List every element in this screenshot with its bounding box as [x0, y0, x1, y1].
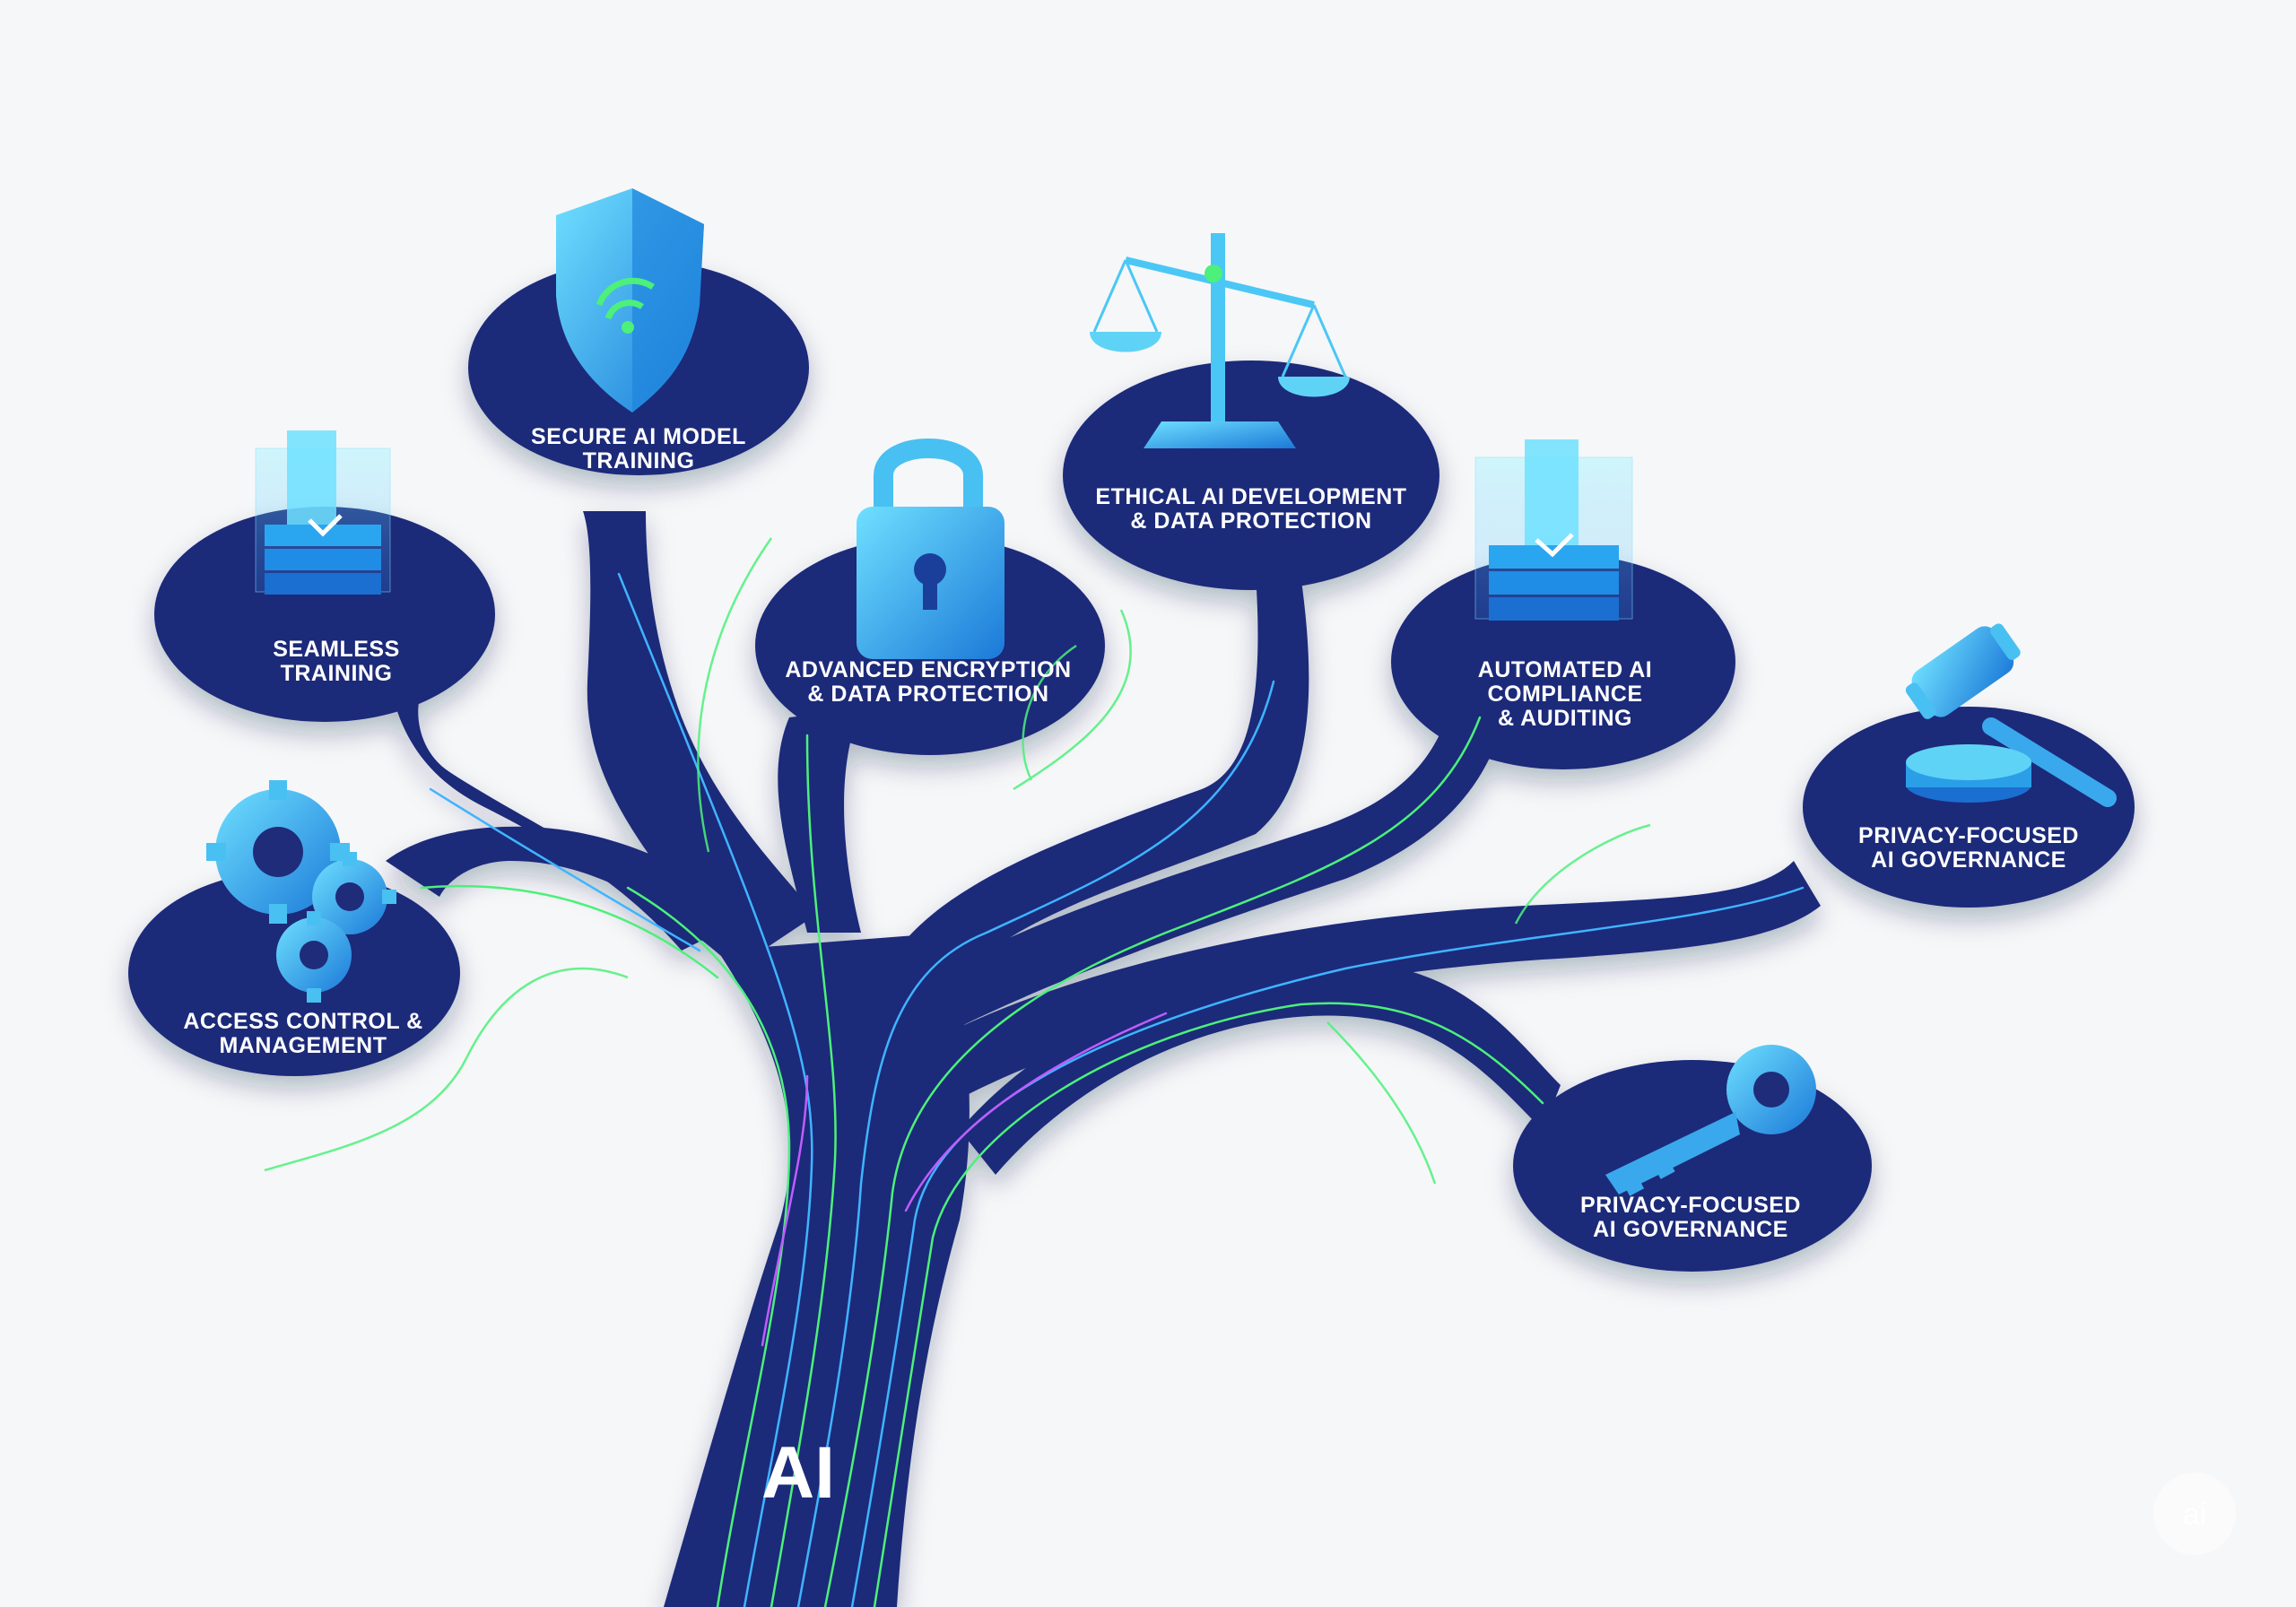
node-label-line: AUTOMATED AI	[1478, 657, 1652, 682]
node-label-line: MANAGEMENT	[220, 1033, 387, 1058]
pod-ethical	[1063, 360, 1439, 590]
trunk-label: AI	[761, 1432, 835, 1514]
gavel-icon	[1905, 623, 2117, 807]
branch-encryption	[778, 708, 861, 933]
node-label-ethical: ETHICAL AI DEVELOPMENT & DATA PROTECTION	[1095, 484, 1406, 534]
branch-compliance	[915, 699, 1507, 1031]
node-label-compliance: AUTOMATED AI COMPLIANCE & AUDITING	[1478, 657, 1652, 731]
shield-icon	[556, 188, 704, 413]
branch-ethical	[897, 574, 1309, 995]
node-label-line: PRIVACY-FOCUSED	[1580, 1193, 1801, 1218]
gears-icon	[206, 780, 396, 1003]
node-label-line: ETHICAL AI DEVELOPMENT	[1095, 484, 1406, 509]
circuit-lines	[420, 572, 1805, 1607]
node-label-governance-key: PRIVACY-FOCUSED AI GOVERNANCE	[1580, 1193, 1801, 1242]
padlock-icon	[857, 439, 1004, 659]
pod-governance-gavel	[1803, 707, 2135, 908]
node-label-governance-gavel: PRIVACY-FOCUSED AI GOVERNANCE	[1858, 823, 2079, 873]
pod-seamless	[154, 507, 495, 722]
scales-icon	[1090, 233, 1350, 448]
node-label-line: AI GOVERNANCE	[1593, 1217, 1788, 1242]
node-label-line: TRAINING	[583, 448, 695, 473]
key-icon	[1605, 1045, 1816, 1196]
node-label-line: ACCESS CONTROL &	[183, 1009, 422, 1034]
node-label-secure-training: SECURE AI MODEL TRAINING	[531, 424, 746, 473]
node-label-line: & DATA PROTECTION	[807, 682, 1048, 707]
node-label-line: SEAMLESS	[273, 637, 400, 662]
tree-trunk	[664, 933, 970, 1607]
node-label-line: PRIVACY-FOCUSED	[1858, 823, 2079, 848]
node-label-line: TRAINING	[281, 661, 393, 686]
watermark-text: ai	[2183, 1498, 2206, 1532]
tree-body	[128, 260, 2135, 1607]
node-label-access-control: ACCESS CONTROL & MANAGEMENT	[183, 1009, 422, 1058]
node-label-line: ADVANCED ENCRYPTION	[785, 657, 1071, 682]
layered-cube-icon	[255, 430, 391, 595]
node-label-seamless: SEAMLESS TRAINING	[273, 637, 400, 686]
node-label-line: AI GOVERNANCE	[1871, 847, 2066, 873]
branch-access-control	[386, 826, 780, 969]
ai-badge-icon: ai	[2153, 1472, 2236, 1555]
node-label-line: COMPLIANCE	[1487, 682, 1642, 707]
node-label-line: & DATA PROTECTION	[1130, 508, 1371, 534]
node-label-encryption: ADVANCED ENCRYPTION & DATA PROTECTION	[785, 657, 1071, 707]
branch-secure-training	[583, 511, 816, 969]
branch-governance-gavel	[951, 861, 1821, 1094]
node-label-line: SECURE AI MODEL	[531, 424, 746, 449]
layered-cube-icon	[1474, 439, 1633, 621]
node-label-line: & AUDITING	[1498, 706, 1632, 731]
background-circuit-curves	[264, 537, 1651, 1185]
